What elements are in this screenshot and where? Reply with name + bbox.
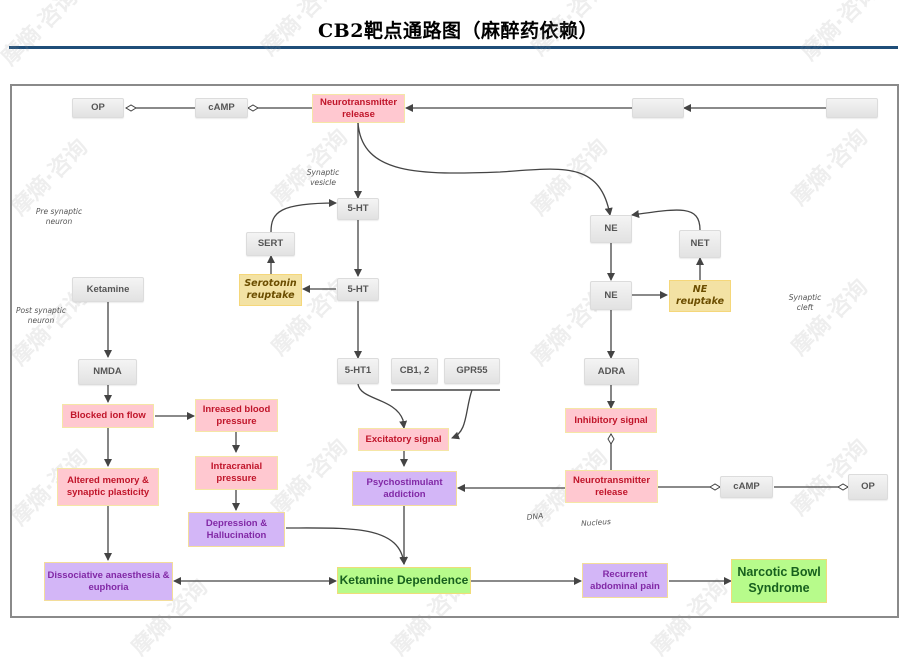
node-ketamine[interactable]: Ketamine (72, 277, 144, 302)
page-title: CB2靶点通路图（麻醉药依赖） (318, 20, 598, 42)
node-excitatory-signal[interactable]: Excitatory signal (358, 428, 449, 451)
label-synaptic-cleft: Synaptic cleft (788, 293, 822, 312)
node-blank-top-mid[interactable] (632, 98, 684, 118)
node-camp-bottom[interactable]: cAMP (720, 476, 773, 498)
node-nmda[interactable]: NMDA (78, 359, 137, 385)
node-cb12[interactable]: CB1, 2 (391, 358, 438, 384)
node-inhibitory-signal[interactable]: Inhibitory signal (565, 408, 657, 433)
label-pre-synaptic: Pre synaptic neuron (35, 207, 83, 226)
label-synaptic-vesicle: Synaptic vesicle (306, 168, 340, 187)
node-neurotransmitter-release-bottom[interactable]: Neurotransmitter release (565, 470, 658, 503)
node-ne-a[interactable]: NE (590, 215, 632, 243)
node-intracranial-pressure[interactable]: Intracranial pressure (195, 456, 278, 490)
node-narcotic-bowel-syndrome[interactable]: Narcotic Bowl Syndrome (731, 559, 827, 603)
node-dissociative-anaesthesia[interactable]: Dissociative anaesthesia & euphoria (44, 562, 173, 601)
node-5ht-b[interactable]: 5-HT (337, 278, 379, 301)
node-recurrent-abdominal-pain[interactable]: Recurrent abdominal pain (582, 563, 668, 598)
node-sert[interactable]: SERT (246, 232, 295, 256)
title-divider (9, 46, 898, 49)
node-5ht-a[interactable]: 5-HT (337, 198, 379, 220)
node-camp-top[interactable]: cAMP (195, 98, 248, 118)
node-depression-hallucination[interactable]: Depression & Hallucination (188, 512, 285, 547)
node-blank-top-right[interactable] (826, 98, 878, 118)
node-ne-reuptake[interactable]: NE reuptake (669, 280, 731, 312)
node-op-bottom[interactable]: OP (848, 474, 888, 500)
node-gpr55[interactable]: GPR55 (444, 358, 500, 384)
node-altered-memory[interactable]: Altered memory & synaptic plasticity (57, 468, 159, 506)
node-psychostimulant-addiction[interactable]: Psychostimulant addiction (352, 471, 457, 506)
node-ne-b[interactable]: NE (590, 281, 632, 310)
node-ketamine-dependence[interactable]: Ketamine Dependence (337, 567, 471, 594)
node-neurotransmitter-release-top[interactable]: Neurotransmitter release (312, 94, 405, 123)
label-post-synaptic: Post synaptic neuron (16, 306, 66, 325)
node-serotonin-reuptake[interactable]: Serotonin reuptake (239, 274, 302, 306)
node-5ht1[interactable]: 5-HT1 (337, 358, 379, 384)
node-adra[interactable]: ADRA (584, 358, 639, 385)
node-increased-blood-pressure[interactable]: Inreased blood pressure (195, 399, 278, 432)
diagram-frame (10, 84, 899, 618)
node-net[interactable]: NET (679, 230, 721, 258)
node-op-top[interactable]: OP (72, 98, 124, 118)
node-blocked-ion-flow[interactable]: Blocked ion flow (62, 404, 154, 428)
